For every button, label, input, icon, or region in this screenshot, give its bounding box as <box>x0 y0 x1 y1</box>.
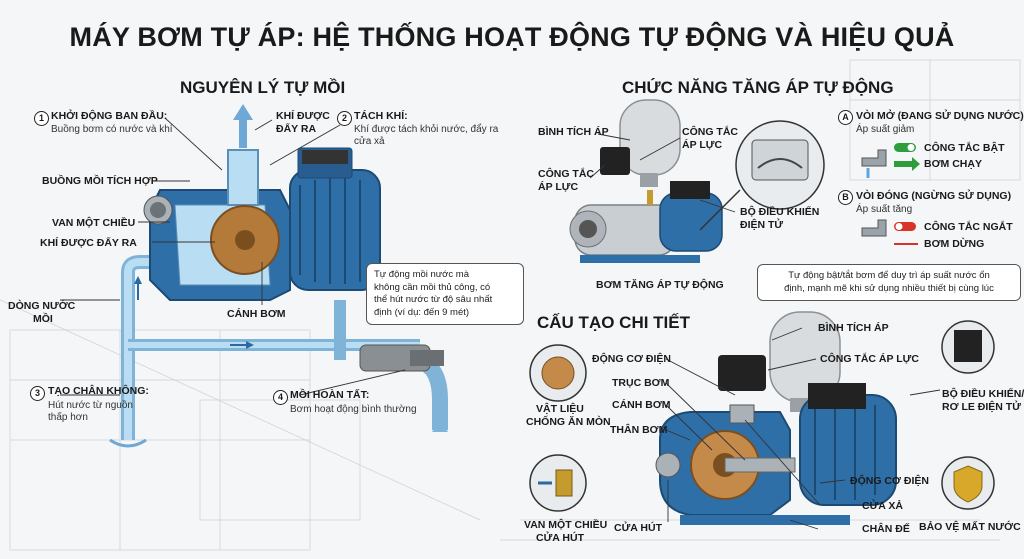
booster-pump-illustration <box>569 99 723 263</box>
state-b-label: VÒI ĐÓNG (NGỪNG SỬ DỤNG) <box>856 190 1012 202</box>
relay-label-1: BỘ ĐIỀU KHIỂN/ <box>942 388 1024 400</box>
step-1-label: KHỞI ĐỘNG BAN ĐẦU: <box>51 110 168 122</box>
step-2-label: TÁCH KHÍ: <box>354 110 408 122</box>
self-priming-heading: NGUYÊN LÝ TỰ MỒI <box>180 78 346 97</box>
water-flow-label-2: MỒI <box>33 313 53 325</box>
booster-heading: CHỨC NĂNG TĂNG ÁP TỰ ĐỘNG <box>622 78 894 97</box>
pressure-switch-label-a-1: CÔNG TẮC <box>682 126 738 138</box>
inlet-label: CỬA HÚT <box>614 522 662 534</box>
outlet-label: CỬA XẢ <box>862 500 903 512</box>
air-out-label-1: KHÍ ĐƯỢC <box>276 110 330 122</box>
step-2-badge: 2 <box>337 111 352 126</box>
dry-run-protection-label: BẢO VỆ MẤT NƯỚC <box>919 521 1021 533</box>
state-a-pump: BƠM CHẠY <box>924 158 982 170</box>
anticorrosion-label-1: VẬT LIỆU <box>536 403 584 415</box>
structure-motor-label-bottom: ĐỘNG CƠ ĐIỆN <box>850 475 929 487</box>
note-line: không cần mồi thủ công, có <box>374 281 491 293</box>
structure-heading: CẤU TẠO CHI TIẾT <box>537 313 690 332</box>
structure-tank-label: BÌNH TÍCH ÁP <box>818 322 889 334</box>
step-3-label: TẠO CHÂN KHÔNG: <box>48 385 149 397</box>
structure-impeller-label: CÁNH BƠM <box>612 399 671 411</box>
note-line: định (ví dụ: đến 9 mét) <box>374 306 470 318</box>
base-label: CHÂN ĐẾ <box>862 523 910 535</box>
note-line: thể hút nước từ độ sâu nhất <box>374 294 493 305</box>
anticorrosion-label-2: CHỐNG ĂN MÒN <box>526 416 611 428</box>
booster-caption: BƠM TĂNG ÁP TỰ ĐỘNG <box>596 279 724 291</box>
step-3-desc-1: Hút nước từ nguồn <box>48 400 133 411</box>
check-valve-label: VAN MỘT CHIỀU <box>52 217 136 229</box>
page-title: MÁY BƠM TỰ ÁP: HỆ THỐNG HOẠT ĐỘNG TỰ ĐỘN… <box>69 22 955 52</box>
self-priming-note: Tự động mồi nước mà không cần mồi thủ cô… <box>366 263 524 325</box>
water-flow-label-1: DÒNG NƯỚC <box>8 300 76 312</box>
step-1-badge: 1 <box>34 111 49 126</box>
step-3-badge: 3 <box>30 386 45 401</box>
step-4-desc: Bơm hoạt động bình thường <box>290 404 417 415</box>
pressure-switch-label-b-2: ÁP LỰC <box>538 181 579 193</box>
air-pushed-label: KHÍ ĐƯỢC ĐẨY RA <box>40 237 137 249</box>
note-line: Tự động bật/tắt bơm để duy trì áp suất n… <box>788 270 990 281</box>
booster-note: Tự động bật/tắt bơm để duy trì áp suất n… <box>757 264 1021 301</box>
state-a-label: VÒI MỞ (ĐANG SỬ DỤNG NƯỚC) <box>856 110 1024 122</box>
step-4-badge: 4 <box>273 390 288 405</box>
step-3-desc-2: thấp hơn <box>48 412 88 423</box>
self-priming-pump-illustration <box>60 104 448 448</box>
step-1-desc: Buồng bơm có nước và khí <box>51 124 173 135</box>
note-line: Tự động mồi nước mà <box>374 269 469 280</box>
controller-label-1: BỘ ĐIỀU KHIỂN <box>740 206 820 218</box>
impeller-label: CÁNH BƠM <box>227 308 286 320</box>
check-valve-inlet-label-2: CỬA HÚT <box>536 532 584 544</box>
step-2-desc-2: cửa xả <box>354 136 385 147</box>
state-a-desc: Áp suất giảm <box>856 124 915 135</box>
note-line: định, mạnh mẽ khi sử dụng nhiều thiết bị… <box>784 282 994 294</box>
structure-motor-label-top: ĐỘNG CƠ ĐIỆN <box>592 353 671 365</box>
pressure-switch-label-a-2: ÁP LỰC <box>682 139 723 151</box>
air-out-label-2: ĐẨY RA <box>276 123 317 135</box>
state-a-badge: A <box>838 110 853 125</box>
pump-body-label: THÂN BƠM <box>610 424 668 436</box>
tank-label: BÌNH TÍCH ÁP <box>538 126 609 138</box>
state-b-badge: B <box>838 190 853 205</box>
priming-chamber-label: BUỒNG MỒI TÍCH HỢP <box>42 175 158 187</box>
relay-label-2: RƠ LE ĐIỆN TỬ <box>942 401 1021 413</box>
shaft-label: TRỤC BƠM <box>612 377 670 389</box>
state-a-switch: CÔNG TẮC BẬT <box>924 142 1005 154</box>
step-2-desc-1: Khí được tách khỏi nước, đẩy ra <box>354 124 499 135</box>
state-b-switch: CÔNG TẮC NGẮT <box>924 221 1013 233</box>
state-b-pump: BƠM DỪNG <box>924 238 985 250</box>
controller-label-2: ĐIỆN TỬ <box>740 219 784 231</box>
step-4-label: MỒI HOÀN TẤT: <box>290 389 370 401</box>
check-valve-inlet-label-1: VAN MỘT CHIỀU <box>524 519 608 531</box>
structure-pressure-switch-label: CÔNG TẮC ÁP LỰC <box>820 353 919 365</box>
state-b-desc: Áp suất tăng <box>856 204 913 215</box>
pressure-switch-label-b-1: CÔNG TẮC <box>538 168 594 180</box>
